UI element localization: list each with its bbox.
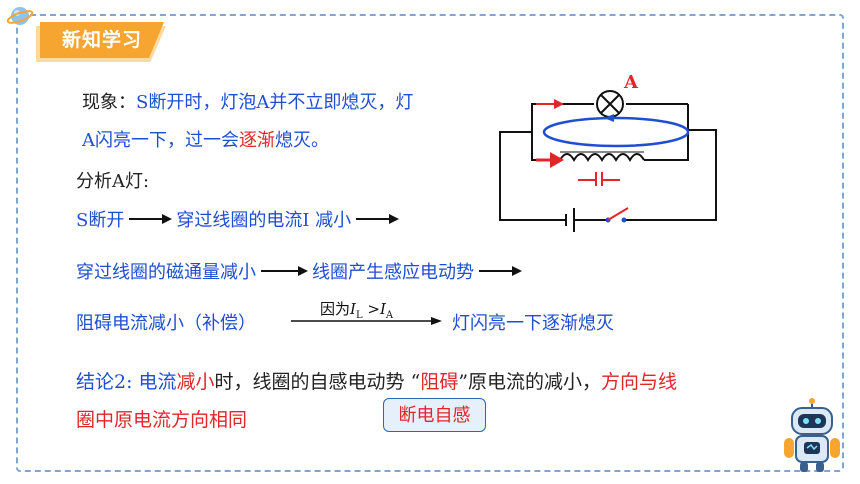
planet-icon (6, 7, 34, 25)
condition-l-sub: L (355, 310, 363, 321)
arrow-icon (128, 214, 173, 224)
chain-row-2: 穿过线圈的磁通量减小 线圈产生感应电动势 (76, 258, 526, 284)
condition-ia: I (379, 300, 386, 318)
conclusion-text2: ”原电流的减小， (458, 371, 602, 393)
chain-flux-decrease: 穿过线圈的磁通量减小 (76, 262, 256, 283)
analysis-label: 分析A灯: (76, 171, 150, 192)
phenomenon-text-a: A闪亮一下，过一会 (82, 130, 239, 151)
tag-chip[interactable]: 断电自感 (383, 398, 486, 432)
section-badge: 新知学习 (40, 22, 164, 58)
chain-hinder: 阻碍电流减小（补偿） (76, 313, 256, 334)
phenomenon-clause: S断开时，灯泡A并不立即熄灭，灯 (136, 92, 414, 113)
lamp-icon (596, 90, 624, 118)
chain-current-decrease: 穿过线圈的电流I 减小 (176, 210, 352, 231)
conclusion-red2: 阻碍 (420, 371, 459, 393)
arrow-icon (260, 266, 308, 276)
long-arrow-icon (291, 317, 442, 325)
condition-gt: > (362, 300, 380, 318)
phenomenon-line1: 现象：S断开时，灯泡A并不立即熄灭，灯 (82, 88, 413, 114)
circuit-diagram: A (499, 72, 717, 232)
arrow-icon (355, 214, 400, 224)
conclusion-text1: 时，线圈的自感电动势 “ (214, 371, 421, 393)
phenomenon-red-word: 逐渐 (239, 130, 275, 151)
arrow-icon (478, 266, 522, 276)
phenomenon-line2: A闪亮一下，过一会逐渐熄灭。 (82, 126, 329, 152)
conclusion-line1: 结论2: 电流减小时，线圈的自感电动势 “阻碍”原电流的减小，方向与线 (76, 367, 677, 394)
conclusion-line2: 圈中原电流方向相同 (76, 409, 248, 431)
phenomenon-prefix: 现象： (82, 92, 136, 113)
conclusion-red3: 方向与线 (601, 371, 678, 393)
circuit-wire-top (531, 103, 594, 132)
chain-result: 灯闪亮一下逐渐熄灭 (452, 313, 614, 334)
chain-row-1: S断开 穿过线圈的电流I 减小 (76, 206, 403, 232)
condition-a-sub: A (385, 310, 394, 321)
phenomenon-text-b: 熄灭。 (275, 130, 329, 151)
conclusion-red1: 减小 (176, 371, 215, 393)
conclusion-label: 结论2: 电流 (76, 371, 177, 393)
condition-prefix: 因为 (320, 300, 351, 318)
lamp-label: A (623, 72, 639, 93)
condition-il: I (350, 300, 356, 318)
chain-emf: 线圈产生感应电动势 (312, 262, 474, 283)
robot-mascot-icon (784, 398, 840, 472)
slide-frame (16, 14, 844, 472)
chain-condition: 因为IL >IA (320, 298, 393, 321)
chain-s-off: S断开 (76, 210, 125, 231)
